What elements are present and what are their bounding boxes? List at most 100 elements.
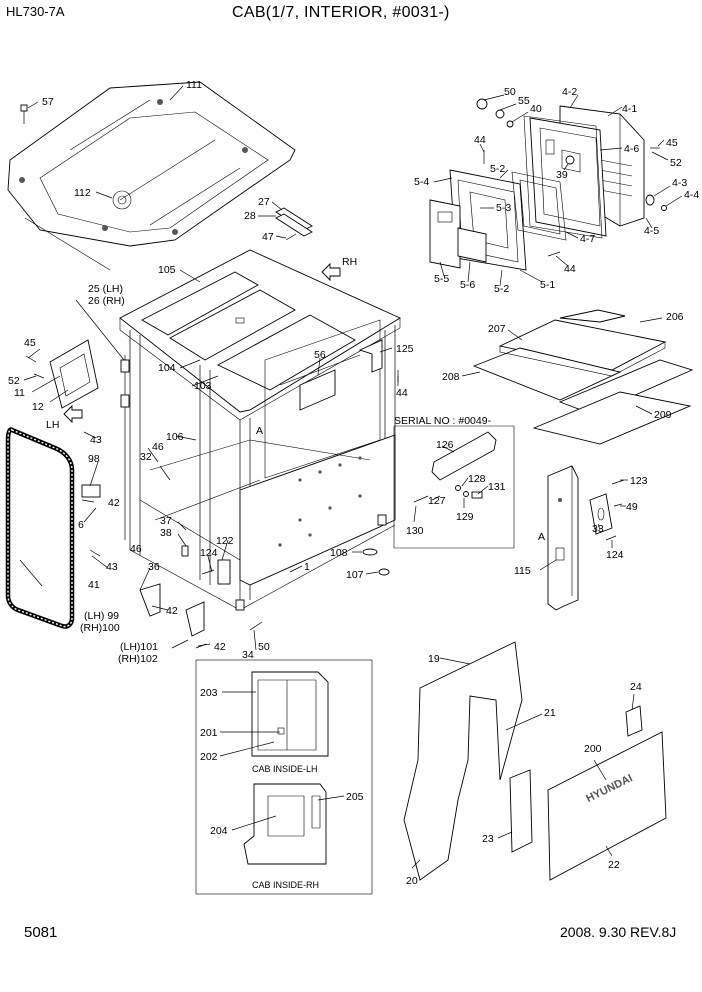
callout-11: 11 (14, 387, 25, 399)
callout-130: 130 (406, 525, 424, 537)
callout-5-2-upper: 5-2 (490, 163, 505, 175)
serial-inset-box (393, 425, 515, 549)
callout-46: 46 (152, 441, 164, 453)
revision-date: 2008. 9.30 REV.8J (560, 924, 677, 940)
callout-38: 38 (160, 527, 172, 539)
callout-4-7: 4-7 (580, 233, 595, 245)
cab-inside-inset (195, 659, 373, 895)
callout-23: 23 (482, 833, 494, 845)
bracket-115 (547, 465, 625, 611)
callout-5-2-lower: 5-2 (494, 283, 509, 295)
callout-5-5: 5-5 (434, 273, 449, 285)
callout-21: 21 (544, 707, 556, 719)
callout-207: 207 (488, 323, 506, 335)
page-number: 5081 (24, 924, 58, 941)
leader-lines (19, 85, 683, 869)
callout-103: 103 (194, 380, 212, 392)
callout-123: 123 (630, 475, 648, 487)
callout-129: 129 (456, 511, 474, 523)
callout-44-box: 44 (474, 134, 486, 146)
roof-headliner (7, 81, 296, 271)
callout-24: 24 (630, 681, 642, 693)
floor-mats (472, 309, 694, 445)
caption-cab-inside-rh: CAB INSIDE-RH (252, 880, 319, 890)
callout-33: 33 (592, 523, 604, 535)
callout-45-box: 45 (666, 137, 678, 149)
label-rh: RH (342, 256, 357, 268)
callout-112: 112 (74, 187, 91, 199)
callout-27: 27 (258, 196, 270, 208)
callout-205: 205 (346, 791, 364, 803)
callout-46-lower: 46 (130, 543, 142, 555)
callout-49: 49 (626, 501, 638, 513)
callout-4-1: 4-1 (622, 103, 637, 115)
callout-43-lower: 43 (106, 561, 118, 573)
callout-115: 115 (514, 565, 531, 577)
mount-108-107 (362, 548, 390, 576)
bolt-57 (20, 104, 28, 124)
label-section-a-right: A (538, 531, 545, 543)
callout-209: 209 (654, 409, 672, 421)
callout-204: 204 (210, 825, 228, 837)
callout-20: 20 (406, 875, 418, 887)
callout-99: (LH) 99 (84, 610, 119, 622)
callout-1: 1 (304, 561, 310, 573)
callout-56: 56 (314, 349, 326, 361)
callout-5-1: 5-1 (540, 279, 555, 291)
callout-200: 200 (584, 743, 602, 755)
callout-111: 111 (186, 79, 202, 91)
callout-32: 32 (140, 451, 152, 463)
callout-6: 6 (78, 519, 84, 531)
callout-4-2: 4-2 (562, 86, 577, 98)
callout-25: 25 (LH) (88, 283, 123, 295)
callout-202: 202 (200, 751, 218, 763)
screw-47 (285, 233, 297, 241)
callout-106: 106 (166, 431, 184, 443)
callout-47: 47 (262, 231, 274, 243)
callout-105: 105 (158, 264, 176, 276)
fittings-left (81, 484, 263, 649)
callout-41: 41 (88, 579, 100, 591)
label-section-a: A (256, 425, 263, 437)
callout-126: 126 (436, 439, 454, 451)
callout-4-6: 4-6 (624, 143, 639, 155)
panel-11-12 (49, 339, 99, 409)
callout-4-4: 4-4 (684, 189, 699, 201)
label-lh: LH (46, 419, 59, 431)
serial-label: SERIAL NO : #0049- (394, 415, 492, 427)
callout-42-lower: 42 (214, 641, 226, 653)
callout-131: 131 (488, 481, 506, 493)
callout-43-upper: 43 (90, 434, 102, 446)
callout-104: 104 (158, 362, 176, 374)
callout-19: 19 (428, 653, 440, 665)
callout-42-door: 42 (108, 497, 120, 509)
trim-panels: HYUNDAI (403, 641, 667, 881)
callout-50-box: 50 (504, 86, 516, 98)
callout-5-4: 5-4 (414, 176, 429, 188)
direction-arrow-rh (321, 262, 341, 282)
callout-100: (RH)100 (80, 622, 120, 634)
callout-12: 12 (32, 401, 44, 413)
strip-27-28 (275, 207, 313, 237)
callout-107: 107 (346, 569, 364, 581)
bracket-125 (358, 339, 399, 382)
callout-45-left: 45 (24, 337, 36, 349)
model-code: HL730-7A (6, 4, 65, 19)
callout-203: 203 (200, 687, 218, 699)
callout-4-5: 4-5 (644, 225, 659, 237)
callout-42-bracket: 42 (166, 605, 178, 617)
callout-5-6: 5-6 (460, 279, 475, 291)
callout-125: 125 (396, 343, 414, 355)
callout-102: (RH)102 (118, 653, 158, 665)
callout-57: 57 (42, 96, 54, 108)
callout-22: 22 (608, 859, 620, 871)
callout-55: 55 (518, 95, 530, 107)
callout-124-left: 124 (200, 547, 218, 559)
callout-37: 37 (160, 515, 172, 527)
direction-arrow-lh (63, 404, 83, 424)
callout-122: 122 (216, 535, 234, 547)
callout-28: 28 (244, 210, 256, 222)
callout-124-right: 124 (606, 549, 624, 561)
